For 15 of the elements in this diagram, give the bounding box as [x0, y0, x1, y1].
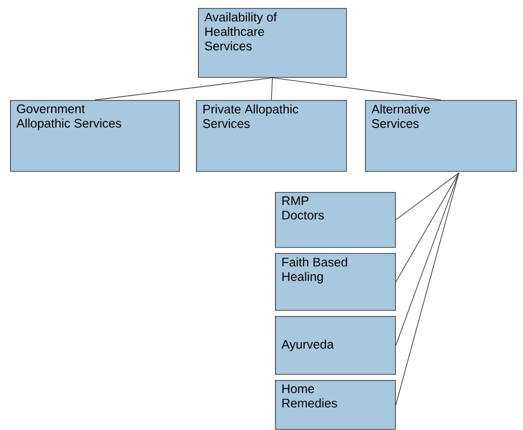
- connector-line: [94, 77, 273, 100]
- connector-line: [271, 77, 273, 100]
- category-box: Home Remedies: [275, 380, 396, 430]
- category-box: Alternative Services: [365, 100, 517, 172]
- connector-line: [395, 172, 460, 282]
- connector-line: [395, 172, 460, 406]
- category-box: Private Allopathic Services: [196, 100, 347, 172]
- connector-line: [395, 172, 460, 346]
- category-box: RMP Doctors: [275, 192, 396, 248]
- connector-line: [272, 77, 442, 100]
- connector-line: [395, 172, 460, 220]
- category-box: Government Allopathic Services: [10, 100, 180, 172]
- category-box: Ayurveda: [275, 316, 396, 375]
- category-box: Faith Based Healing: [275, 253, 396, 311]
- category-box: Availability of Healthcare Services: [198, 8, 347, 78]
